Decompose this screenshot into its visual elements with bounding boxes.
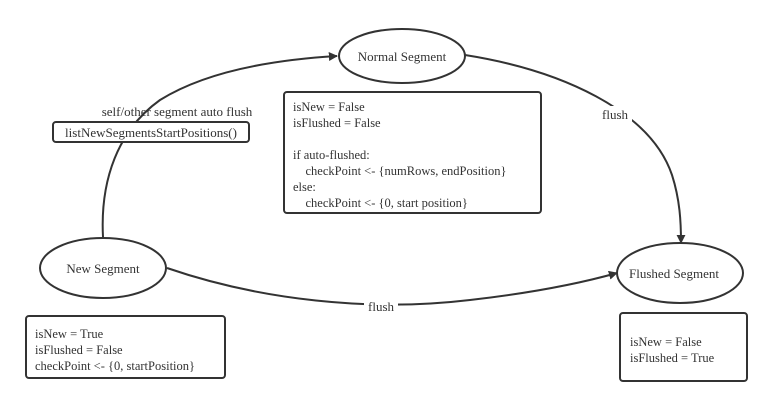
note-line: isNew = False (630, 335, 702, 349)
state-new-segment: New Segment (39, 237, 167, 299)
edge-new-to-normal (101, 51, 338, 238)
state-normal-segment: Normal Segment (338, 28, 466, 84)
state-ellipse (39, 237, 167, 299)
note-new-segment: isNew = True isFlushed = False checkPoin… (25, 315, 226, 379)
state-label: Flushed Segment (629, 266, 719, 281)
note-flushed-segment: isNew = False isFlushed = True (619, 312, 748, 382)
state-flushed-segment: Flushed Segment (616, 242, 744, 304)
state-ellipse (616, 242, 744, 304)
note-box (25, 315, 226, 379)
label-background (364, 298, 398, 314)
label-new-to-normal: self/other segment auto flush (102, 104, 253, 119)
note-line: if auto-flushed: (293, 148, 370, 162)
transition-method-label: listNewSegmentsStartPositions() (65, 125, 237, 140)
note-line: checkPoint <- {0, startPosition} (35, 359, 195, 373)
edge-new-to-flushed (166, 267, 618, 306)
note-line: isNew = False (293, 100, 365, 114)
note-line: checkPoint <- {0, start position} (293, 196, 468, 210)
note-line: isFlushed = True (630, 351, 715, 365)
edge-normal-to-flushed (464, 54, 686, 244)
transition-flush-label: flush (602, 107, 629, 122)
note-line: else: (293, 180, 316, 194)
label-new-to-flushed: flush (364, 298, 398, 314)
method-box-new-to-normal: listNewSegmentsStartPositions() (52, 121, 250, 143)
note-normal-segment: isNew = False isFlushed = False if auto-… (283, 91, 542, 214)
note-line: isFlushed = False (35, 343, 123, 357)
state-label: New Segment (66, 261, 140, 276)
note-line: checkPoint <- {numRows, endPosition} (293, 164, 507, 178)
note-line: isNew = True (35, 327, 104, 341)
method-box (52, 121, 250, 143)
note-line: isFlushed = False (293, 116, 381, 130)
state-ellipse (338, 28, 466, 84)
transition-auto-flush-label: self/other segment auto flush (102, 104, 253, 119)
label-normal-to-flushed: flush (598, 106, 632, 122)
note-box (283, 91, 542, 214)
label-background (598, 106, 632, 122)
transition-flush-label: flush (368, 299, 395, 314)
note-box (619, 312, 748, 382)
state-label: Normal Segment (358, 49, 447, 64)
